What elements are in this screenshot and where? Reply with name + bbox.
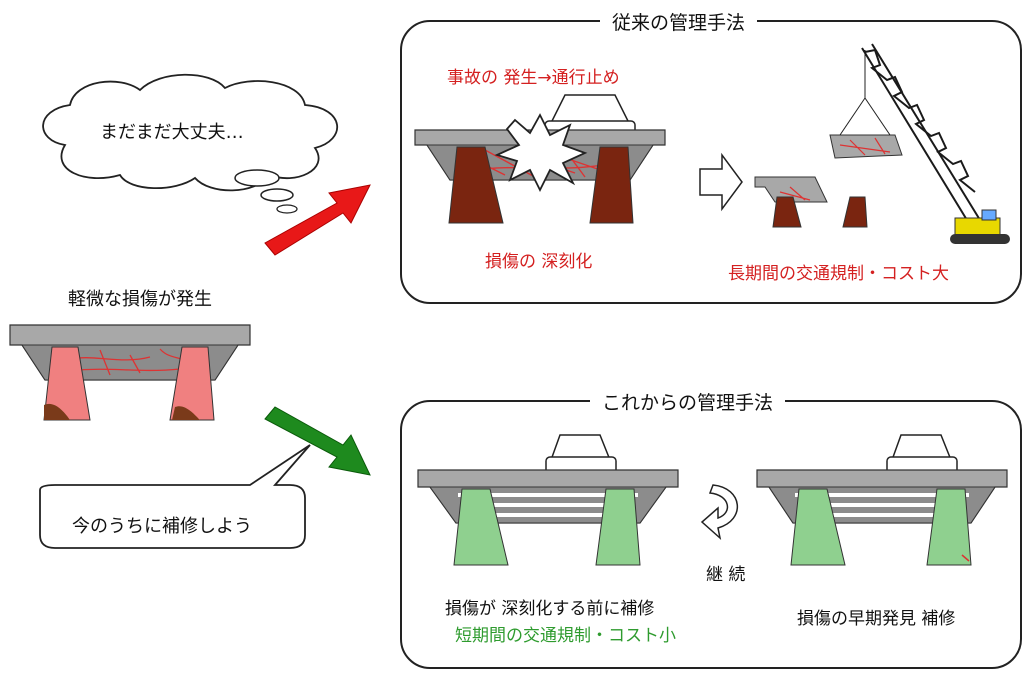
speech-bubble	[39, 444, 311, 549]
cost-large-label: 長期間の交通規制・コスト大	[728, 264, 949, 284]
future-title: これからの管理手法	[590, 388, 786, 415]
crane-icon	[829, 43, 1010, 244]
red-arrow-icon	[264, 184, 371, 256]
inspected-bridge-icon	[756, 434, 1008, 566]
damage-worsening-label: 損傷の 深刻化	[485, 252, 593, 272]
hollow-arrow-icon	[699, 152, 743, 212]
minor-damage-bridge-icon	[9, 324, 251, 421]
conventional-title: 従来の管理手法	[600, 8, 758, 35]
speech-text: 今のうちに補修しよう	[72, 516, 252, 537]
green-arrow-icon	[264, 406, 371, 476]
severe-damage-bridge-icon	[414, 94, 666, 224]
broken-bridge-icon	[754, 176, 868, 228]
before-repair-label: 損傷が 深刻化する前に補修	[445, 599, 655, 619]
early-detection-label: 損傷の早期発見 補修	[797, 609, 956, 629]
thought-cloud	[42, 73, 339, 214]
short-cost-label: 短期間の交通規制・コスト小	[455, 626, 676, 646]
thought-text: まだまだ大丈夫…	[100, 122, 244, 143]
cycle-arrow-icon	[700, 484, 738, 541]
minor-damage-label: 軽微な損傷が発生	[68, 289, 212, 310]
continue-label: 継 続	[706, 565, 746, 585]
repaired-bridge-icon	[417, 434, 679, 566]
accident-label: 事故の 発生→通行止め	[447, 68, 620, 88]
